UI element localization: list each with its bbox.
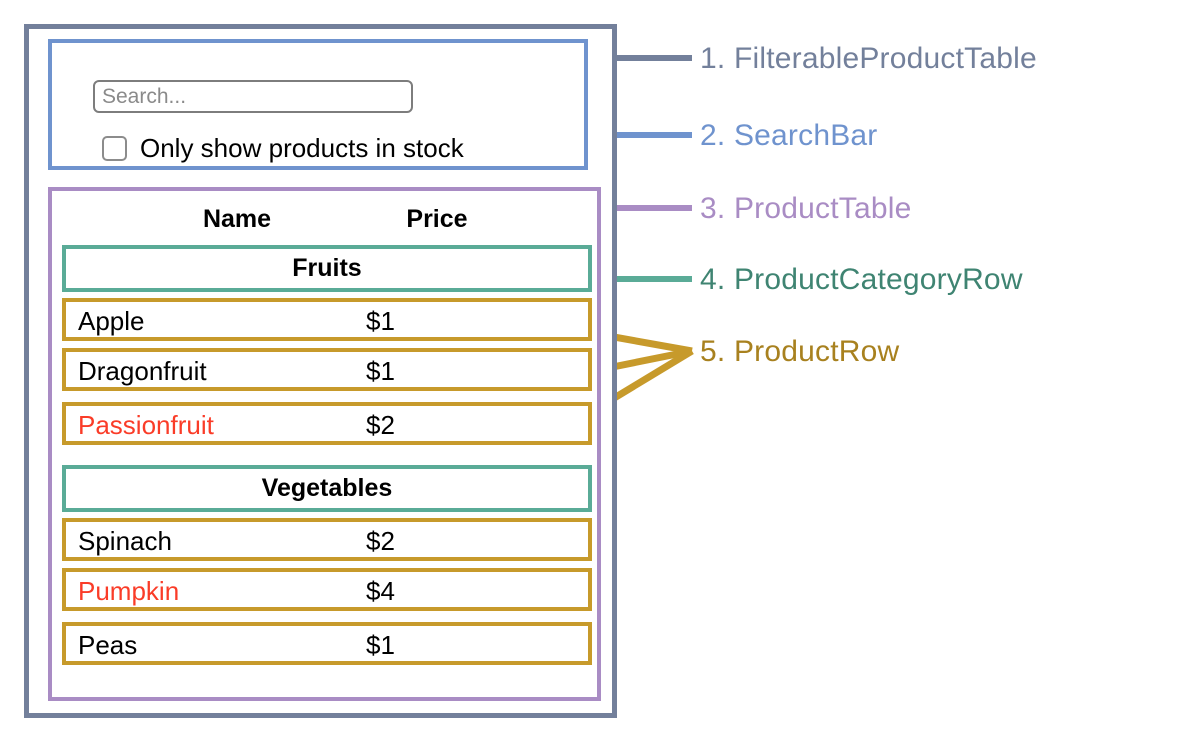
product-price: $2: [366, 526, 395, 556]
legend-item-search-bar: 2. SearchBar: [700, 119, 878, 152]
product-category-label: Vegetables: [261, 474, 393, 502]
product-price: $1: [366, 356, 395, 386]
product-price: $2: [366, 410, 395, 440]
column-header-price: Price: [406, 205, 468, 233]
legend-item-product-table: 3. ProductTable: [700, 192, 912, 225]
search-input[interactable]: [93, 80, 413, 113]
search-bar: Only show products in stock: [48, 39, 588, 170]
product-row: Dragonfruit $1: [62, 348, 592, 391]
product-table-inner: Name Price Fruits Apple $1 Dragonfruit $…: [62, 197, 592, 665]
product-category-row: Vegetables: [62, 465, 592, 512]
product-name: Apple: [78, 306, 145, 336]
product-row: Pumpkin $4: [62, 568, 592, 611]
product-category-label: Fruits: [292, 254, 362, 282]
table-header-row: Name Price: [62, 197, 592, 243]
product-name: Spinach: [78, 526, 172, 556]
product-row: Apple $1: [62, 298, 592, 341]
product-row: Passionfruit $2: [62, 402, 592, 445]
column-header-name: Name: [202, 205, 272, 233]
product-price: $1: [366, 306, 395, 336]
legend-item-filterable-product-table: 1. FilterableProductTable: [700, 42, 1037, 75]
checkbox-icon[interactable]: [102, 135, 127, 161]
product-name: Passionfruit: [78, 410, 214, 440]
in-stock-filter[interactable]: Only show products in stock: [102, 135, 464, 161]
product-price: $4: [366, 576, 395, 606]
filterable-product-table: Only show products in stock Name Price F…: [24, 24, 617, 718]
product-name: Pumpkin: [78, 576, 180, 606]
product-category-row: Fruits: [62, 245, 592, 292]
product-name: Dragonfruit: [78, 356, 207, 386]
legend-item-product-row: 5. ProductRow: [700, 335, 900, 368]
product-price: $1: [366, 630, 395, 660]
legend-item-product-category-row: 4. ProductCategoryRow: [700, 263, 1023, 296]
product-row: Peas $1: [62, 622, 592, 665]
product-name: Peas: [78, 630, 138, 660]
in-stock-filter-label: Only show products in stock: [140, 133, 464, 163]
product-row: Spinach $2: [62, 518, 592, 561]
product-table: Name Price Fruits Apple $1 Dragonfruit $…: [48, 187, 601, 701]
